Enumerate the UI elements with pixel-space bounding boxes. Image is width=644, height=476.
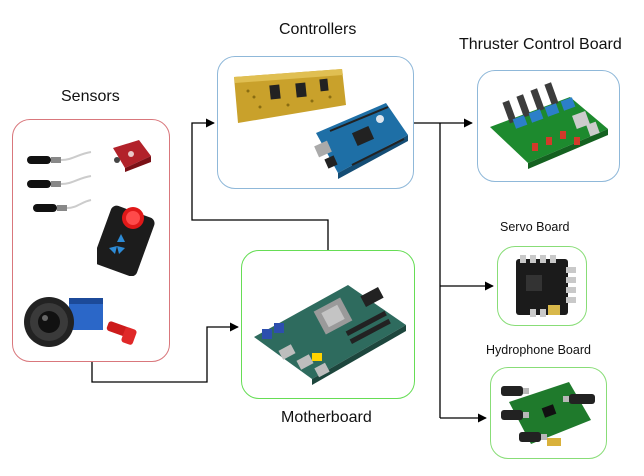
arduino-mega-icon bbox=[314, 103, 408, 179]
thruster-board-label: Thruster Control Board bbox=[459, 36, 622, 53]
hydrophone-probes-icon bbox=[27, 151, 92, 212]
wire-sensors-to-controllers bbox=[191, 118, 215, 160]
servo-board-label: Servo Board bbox=[500, 220, 570, 234]
thruster-control-board-icon bbox=[490, 82, 608, 169]
sensors-box bbox=[12, 119, 170, 362]
camera-icon bbox=[24, 297, 137, 347]
hydrophone-board-box bbox=[490, 367, 607, 459]
motherboard-icon bbox=[254, 285, 406, 385]
sensors-label: Sensors bbox=[61, 88, 120, 105]
gold-controller-board-icon bbox=[234, 69, 346, 123]
controllers-label: Controllers bbox=[279, 21, 357, 38]
hydrophone-board-label: Hydrophone Board bbox=[486, 343, 591, 357]
wire-sensors-to-motherboard bbox=[91, 322, 239, 383]
thruster-board-box bbox=[477, 70, 620, 182]
servo-board-icon bbox=[516, 255, 576, 317]
hydrophone-board-icon bbox=[501, 382, 595, 446]
motherboard-label: Motherboard bbox=[281, 409, 372, 426]
wire-motherboard-to-controllers bbox=[191, 160, 329, 250]
red-sensor-module-icon bbox=[113, 140, 151, 172]
controllers-box bbox=[217, 56, 414, 189]
servo-board-box bbox=[497, 246, 587, 326]
motherboard-box bbox=[241, 250, 415, 399]
dvl-sensor-icon bbox=[97, 205, 155, 276]
